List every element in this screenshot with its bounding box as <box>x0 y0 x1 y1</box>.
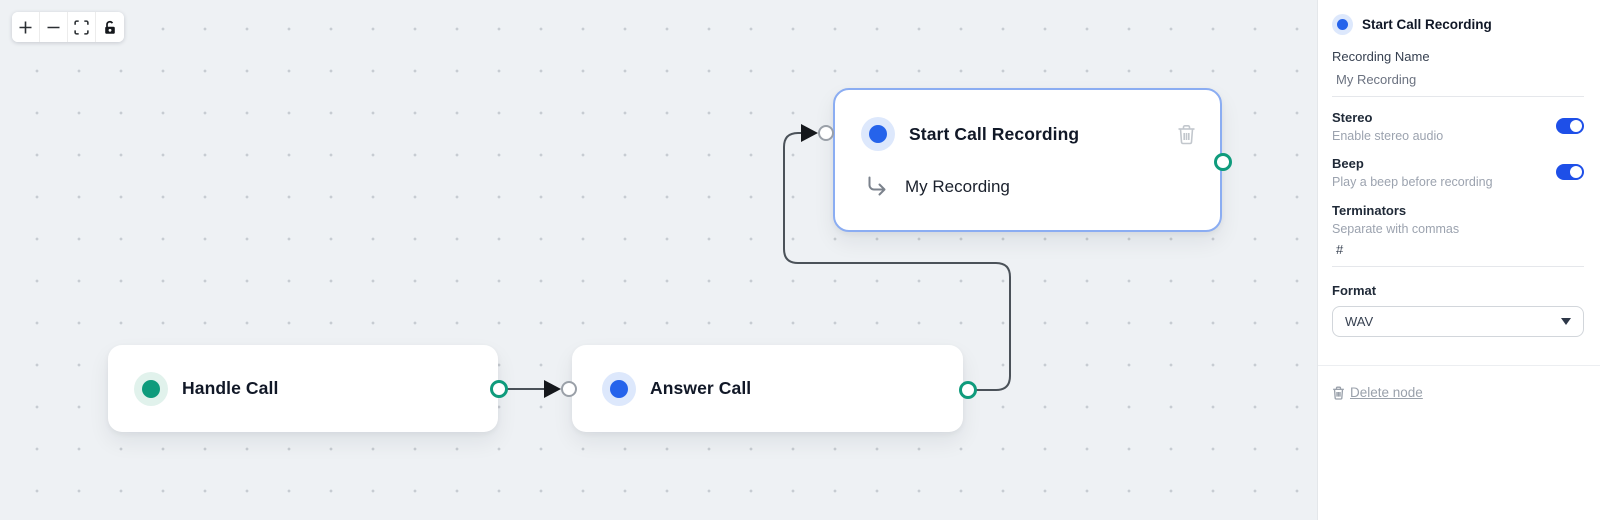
panel-header: Start Call Recording <box>1332 14 1584 35</box>
stereo-help: Enable stereo audio <box>1332 129 1444 143</box>
node-title: Handle Call <box>182 378 279 398</box>
branch-arrow-icon <box>868 176 886 196</box>
stereo-row: Stereo Enable stereo audio <box>1332 110 1584 143</box>
beep-toggle[interactable] <box>1556 164 1584 180</box>
plus-icon <box>19 21 32 33</box>
recording-name-label: Recording Name <box>1332 49 1430 64</box>
edge-answer-to-recording[interactable] <box>783 132 1011 391</box>
edge-arrowhead-icon <box>544 380 561 398</box>
flow-canvas[interactable]: Handle Call Answer Call Start Call Recor… <box>0 0 1317 520</box>
recording-name-input[interactable] <box>1332 66 1584 97</box>
beep-label: Beep <box>1332 156 1364 171</box>
node-title: Start Call Recording <box>909 123 1080 144</box>
panel-divider <box>1318 365 1600 366</box>
stereo-label: Stereo <box>1332 110 1373 125</box>
delete-node-label: Delete node <box>1350 385 1423 400</box>
fit-view-icon <box>74 19 89 35</box>
unlock-icon <box>105 20 115 34</box>
format-label: Format <box>1332 283 1377 298</box>
source-port-start-call-recording[interactable] <box>1214 153 1232 171</box>
node-handle-call[interactable]: Handle Call <box>108 345 498 432</box>
minus-icon <box>47 26 60 28</box>
source-port-handle-call[interactable] <box>490 380 508 398</box>
stereo-toggle[interactable] <box>1556 118 1584 134</box>
node-accent-dot <box>861 117 895 151</box>
node-subtitle: My Recording <box>905 176 1010 196</box>
lock-toggle-button[interactable] <box>96 12 124 42</box>
node-start-call-recording[interactable]: Start Call Recording My Recording <box>833 88 1222 232</box>
node-properties-panel: Start Call Recording Recording Name Ster… <box>1317 0 1600 520</box>
terminators-input[interactable] <box>1332 236 1584 267</box>
node-accent-dot <box>1332 14 1353 35</box>
chevron-down-icon <box>1561 318 1571 325</box>
beep-help: Play a beep before recording <box>1332 175 1493 189</box>
node-accent-dot <box>134 371 168 406</box>
trash-icon <box>1333 386 1344 400</box>
node-accent-dot <box>602 371 636 406</box>
format-select-value: WAV <box>1345 314 1374 329</box>
beep-row: Beep Play a beep before recording <box>1332 156 1584 189</box>
source-port-answer-call[interactable] <box>959 381 977 399</box>
node-delete-button[interactable] <box>1177 124 1196 145</box>
node-title: Answer Call <box>650 378 752 398</box>
target-port-start-call-recording[interactable] <box>818 125 834 141</box>
zoom-in-button[interactable] <box>12 12 40 42</box>
trash-icon <box>1178 124 1195 144</box>
format-select[interactable]: WAV <box>1332 306 1584 337</box>
delete-node-button[interactable]: Delete node <box>1332 385 1423 400</box>
fit-view-button[interactable] <box>68 12 96 42</box>
edge-layer <box>500 124 1011 398</box>
zoom-out-button[interactable] <box>40 12 68 42</box>
target-port-answer-call[interactable] <box>561 381 577 397</box>
terminators-help: Separate with commas <box>1332 222 1460 236</box>
terminators-label: Terminators <box>1332 203 1407 218</box>
panel-title: Start Call Recording <box>1362 17 1492 32</box>
node-answer-call[interactable]: Answer Call <box>572 345 963 432</box>
edge-arrowhead-icon <box>801 124 818 142</box>
canvas-toolbar <box>12 12 124 42</box>
